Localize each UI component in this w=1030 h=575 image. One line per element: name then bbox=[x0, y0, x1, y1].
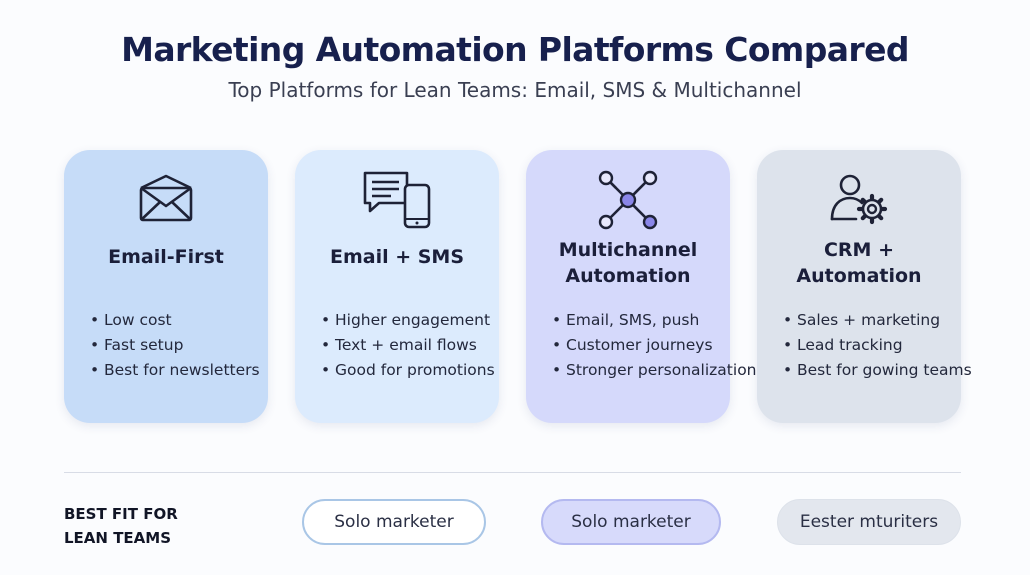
card-title-line: Automation bbox=[565, 265, 691, 287]
bullet-list: •Sales + marketing •Lead tracking •Best … bbox=[783, 308, 972, 383]
card-title: Multichannel Automation bbox=[526, 237, 730, 289]
card-multichannel-automation: Multichannel Automation •Email, SMS, pus… bbox=[526, 150, 757, 423]
bullet-list: •Low cost •Fast setup •Best for newslett… bbox=[90, 308, 260, 383]
best-fit-pill: Eester mturiters bbox=[777, 499, 961, 545]
best-fit-label: BEST FIT FOR LEAN TEAMS bbox=[64, 502, 178, 550]
card-title-line: Multichannel bbox=[558, 239, 698, 261]
list-item: •Good for promotions bbox=[321, 361, 495, 379]
card-crm-automation: CRM + Automation •Sales + marketing •Lea… bbox=[757, 150, 972, 423]
list-item: •Best for newsletters bbox=[90, 361, 260, 379]
list-item: •Text + email flows bbox=[321, 336, 477, 354]
best-fit-label-line: BEST FIT FOR bbox=[64, 505, 178, 523]
card-email-sms: Email + SMS •Higher engagement •Text + e… bbox=[295, 150, 499, 423]
list-item: •Best for gowing teams bbox=[783, 361, 972, 379]
best-fit-label-line: LEAN TEAMS bbox=[64, 529, 172, 547]
page-subtitle: Top Platforms for Lean Teams: Email, SMS… bbox=[228, 78, 802, 102]
list-item: •Low cost bbox=[90, 311, 172, 329]
bullet-list: •Higher engagement •Text + email flows •… bbox=[321, 308, 495, 383]
card-title: CRM + Automation bbox=[757, 237, 961, 289]
user-gear-icon bbox=[757, 170, 961, 230]
list-item: •Email, SMS, push bbox=[552, 311, 700, 329]
best-fit-pill: Solo marketer bbox=[302, 499, 486, 545]
card-email-first: Email-First •Low cost •Fast setup •Best … bbox=[64, 150, 268, 423]
page-title: Marketing Automation Platforms Compared bbox=[121, 30, 909, 69]
list-item: •Higher engagement bbox=[321, 311, 491, 329]
list-item: •Customer journeys bbox=[552, 336, 713, 354]
divider bbox=[64, 472, 961, 473]
card-title-line: Email-First bbox=[108, 246, 224, 268]
network-nodes-icon bbox=[526, 170, 730, 230]
list-item: •Sales + marketing bbox=[783, 311, 941, 329]
card-title-line: Automation bbox=[796, 265, 922, 287]
card-title: Email + SMS bbox=[295, 244, 499, 270]
chat-phone-icon bbox=[295, 170, 499, 230]
card-title-line: Email + SMS bbox=[329, 246, 465, 268]
list-item: •Fast setup bbox=[90, 336, 184, 354]
bullet-list: •Email, SMS, push •Customer journeys •St… bbox=[552, 308, 757, 383]
list-item: •Stronger personalization bbox=[552, 361, 757, 379]
card-title-line: CRM + bbox=[823, 239, 895, 261]
card-title: Email-First bbox=[64, 244, 268, 270]
best-fit-pill: Solo marketer bbox=[541, 499, 721, 545]
list-item: •Lead tracking bbox=[783, 336, 903, 354]
envelope-icon bbox=[64, 170, 268, 230]
